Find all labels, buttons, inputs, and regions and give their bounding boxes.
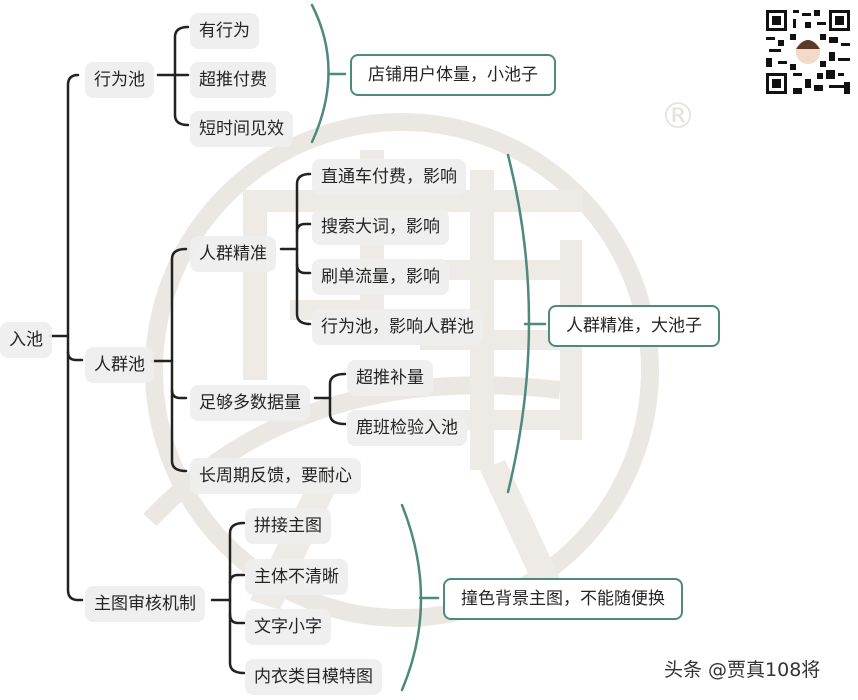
leaf-label: 长周期反馈，要耐心	[199, 466, 352, 486]
subbranch-label: 足够多数据量	[199, 393, 301, 413]
leaf-node[interactable]: 刷单流量，影响	[312, 259, 449, 295]
leaf-label: 刷单流量，影响	[321, 267, 440, 287]
leaf-node[interactable]: 文字小字	[245, 609, 331, 645]
qr-code[interactable]	[763, 7, 853, 97]
branch-main-image-review[interactable]: 主图审核机制	[85, 586, 205, 622]
leaf-label: 行为池，影响人群池	[321, 317, 474, 337]
leaf-label: 文字小字	[254, 617, 322, 637]
leaf-node[interactable]: 主体不清晰	[245, 559, 348, 595]
summary-node[interactable]: 人群精准，大池子	[548, 305, 720, 347]
leaf-label: 内衣类目模特图	[254, 667, 373, 687]
leaf-label: 超推付费	[199, 70, 267, 90]
leaf-node[interactable]: 搜索大词，影响	[312, 209, 449, 245]
leaf-label: 鹿班检验入池	[356, 418, 458, 438]
leaf-node[interactable]: 短时间见效	[190, 111, 293, 147]
leaf-label: 主体不清晰	[254, 567, 339, 587]
subbranch-label: 人群精准	[199, 244, 267, 264]
branch-label: 主图审核机制	[94, 594, 196, 614]
branch-audience-pool[interactable]: 人群池	[85, 347, 154, 383]
root-node[interactable]: 入池	[0, 322, 52, 358]
branch-behavior-pool[interactable]: 行为池	[85, 62, 154, 98]
leaf-node[interactable]: 拼接主图	[245, 508, 331, 544]
summary-node[interactable]: 撞色背景主图，不能随便换	[443, 578, 683, 620]
subbranch-node[interactable]: 人群精准	[190, 236, 276, 272]
leaf-label: 超推补量	[356, 368, 424, 388]
summary-label: 人群精准，大池子	[566, 316, 702, 336]
leaf-label: 直通车付费，影响	[321, 167, 457, 187]
leaf-node[interactable]: 直通车付费，影响	[312, 159, 466, 195]
registered-mark: ®	[660, 96, 696, 137]
leaf-label: 拼接主图	[254, 516, 322, 536]
leaf-node[interactable]: 超推补量	[347, 360, 433, 396]
leaf-node[interactable]: 内衣类目模特图	[245, 659, 382, 695]
subbranch-node[interactable]: 足够多数据量	[190, 385, 310, 421]
leaf-node[interactable]: 鹿班检验入池	[347, 410, 467, 446]
summary-label: 店铺用户体量，小池子	[368, 65, 538, 85]
leaf-label: 搜索大词，影响	[321, 217, 440, 237]
branch-label: 行为池	[94, 70, 145, 90]
leaf-node[interactable]: 行为池，影响人群池	[312, 309, 483, 345]
summary-label: 撞色背景主图，不能随便换	[461, 589, 665, 609]
leaf-label: 有行为	[199, 21, 250, 41]
author-credit: 头条 @贾真108将	[664, 659, 821, 681]
root-label: 入池	[9, 330, 43, 350]
summary-node[interactable]: 店铺用户体量，小池子	[350, 54, 556, 96]
leaf-node[interactable]: 超推付费	[190, 62, 276, 98]
leaf-node[interactable]: 长周期反馈，要耐心	[190, 458, 361, 494]
branch-label: 人群池	[94, 355, 145, 375]
leaf-label: 短时间见效	[199, 119, 284, 139]
leaf-node[interactable]: 有行为	[190, 13, 259, 49]
